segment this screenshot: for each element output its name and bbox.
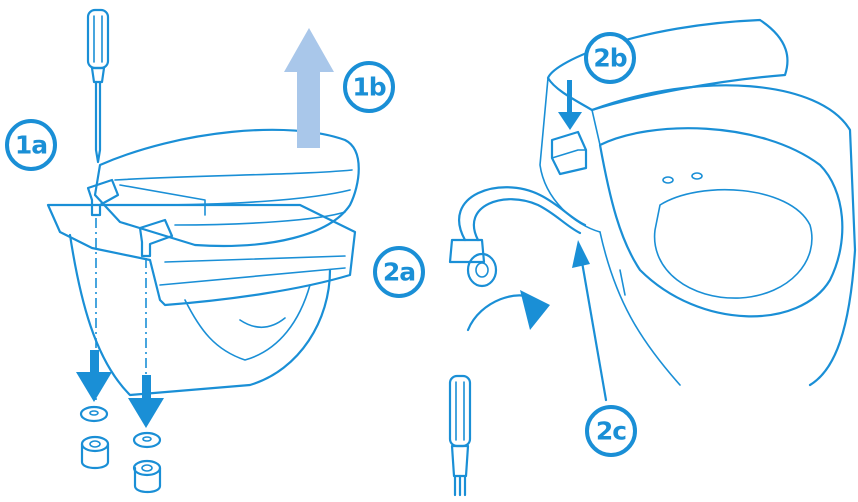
screwdriver-icon [448,374,472,497]
washer-icon [132,431,162,449]
step-badge-1a: 1a [5,119,57,171]
hose-connector-icon [448,238,498,288]
step-badge-2a: 2a [373,246,425,298]
svg-text:2a: 2a [383,258,415,287]
arrow-to-connection [572,240,608,402]
screwdriver-icon [86,8,110,164]
down-arrow-left [76,350,112,402]
seat-button [550,130,588,176]
svg-text:2c: 2c [596,417,626,446]
toilet-left-illustration [46,8,360,494]
step-badge-1b: 1b [343,61,395,113]
washer-icon [79,405,109,423]
svg-text:2b: 2b [593,44,626,73]
toilet-right-illustration [448,18,857,497]
step-badge-2b: 2b [584,32,636,84]
svg-text:1b: 1b [352,73,385,102]
turn-arrow-icon [466,290,550,332]
arrow-to-button [558,80,582,130]
svg-text:1a: 1a [15,131,47,160]
lift-arrow-icon [284,28,334,148]
nut-icon [80,435,110,470]
nut-icon [132,459,162,494]
down-arrow-right [128,375,164,428]
step-badge-2c: 2c [585,405,637,457]
